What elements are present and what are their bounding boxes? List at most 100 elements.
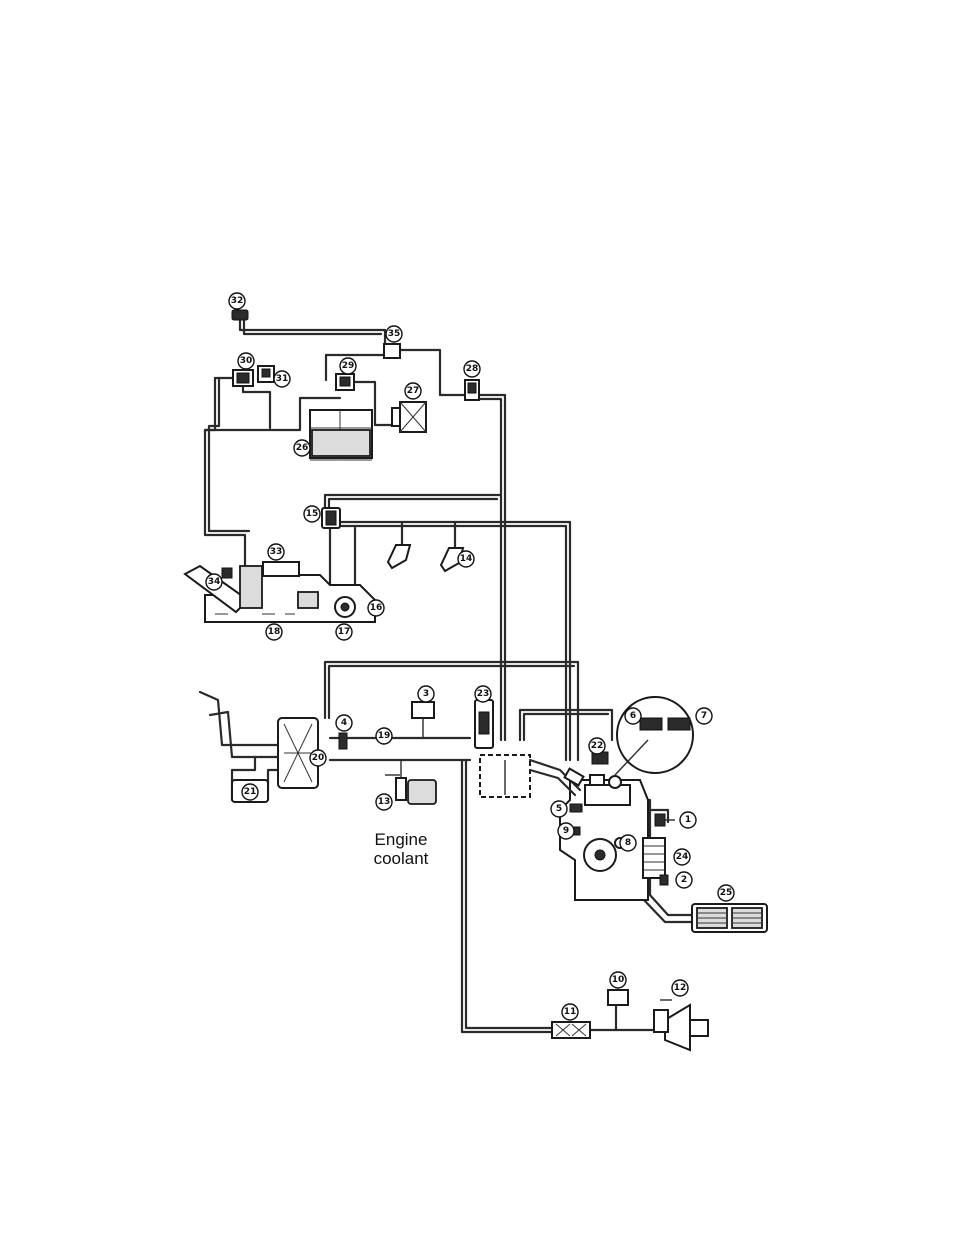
fuel-tank-18 [185,562,375,622]
svg-text:25: 25 [720,888,733,898]
callout-30: 30 [238,353,254,369]
throttle-23 [475,700,493,748]
callout-15: 15 [304,506,320,522]
callout-25: 25 [718,885,734,901]
svg-text:13: 13 [378,797,391,807]
svg-text:20: 20 [312,753,325,763]
svg-text:3: 3 [423,689,429,699]
svg-text:30: 30 [240,356,253,366]
callout-20: 20 [310,750,326,766]
callout-7: 7 [696,708,712,724]
svg-text:22: 22 [591,741,604,751]
solenoid-30 [233,370,253,386]
callout-14: 14 [458,551,474,567]
callout-35: 35 [386,326,402,342]
injectors-14 [388,545,463,571]
callout-31: 31 [274,371,290,387]
svg-text:5: 5 [556,804,562,814]
callout-1: 1 [680,812,696,828]
svg-text:6: 6 [630,711,636,721]
svg-text:14: 14 [460,554,473,564]
valve-15 [322,508,340,528]
engine-coolant-label-line1: Engine [375,830,428,849]
svg-text:31: 31 [276,374,289,384]
callout-10: 10 [610,972,626,988]
component-32 [232,310,248,320]
sensor-10 [608,990,628,1005]
sensor-5 [570,804,582,812]
canister-26 [310,410,372,460]
intake-plenum [480,755,530,797]
valve-29 [336,374,354,390]
distributor-6-7 [615,697,693,775]
svg-text:26: 26 [296,443,309,453]
svg-text:9: 9 [563,826,569,836]
svg-text:34: 34 [208,577,221,587]
sensor-4 [339,733,347,749]
callout-5: 5 [551,801,567,817]
engine-coolant-label: Engine coolant [374,830,429,868]
oxygen-sensor-1 [655,814,675,826]
callout-21: 21 [242,784,258,800]
svg-text:35: 35 [388,329,401,339]
callout-13: 13 [376,794,392,810]
callout-18: 18 [266,624,282,640]
svg-text:17: 17 [338,627,351,637]
svg-text:8: 8 [625,838,631,848]
muffler-25 [692,904,767,932]
svg-text:1: 1 [685,815,691,825]
brake-booster-12 [654,1000,708,1050]
engine-coolant-label-line2: coolant [374,849,429,868]
callout-3: 3 [418,686,434,702]
svg-text:2: 2 [681,875,687,885]
svg-text:7: 7 [701,711,707,721]
svg-text:28: 28 [466,364,479,374]
svg-text:4: 4 [341,718,347,728]
svg-text:24: 24 [676,852,689,862]
valve-3 [412,702,434,738]
callout-11: 11 [562,1004,578,1020]
svg-text:23: 23 [477,689,490,699]
catalyst-24 [643,838,665,878]
check-valve-11 [552,1022,590,1038]
svg-text:21: 21 [244,787,257,797]
callout-16: 16 [368,600,384,616]
callout-4: 4 [336,715,352,731]
svg-text:33: 33 [270,547,283,557]
callout-33: 33 [268,544,284,560]
svg-text:15: 15 [306,509,319,519]
valve-35 [384,344,400,358]
svg-text:19: 19 [378,731,391,741]
callout-9: 9 [558,823,574,839]
oxygen-sensor-2 [660,875,668,885]
callout-12: 12 [672,980,688,996]
svg-text:10: 10 [612,975,625,985]
callout-24: 24 [674,849,690,865]
callout-22: 22 [589,738,605,754]
valve-28 [465,380,479,400]
svg-text:32: 32 [231,296,244,306]
callout-34: 34 [206,574,222,590]
svg-text:12: 12 [674,983,687,993]
svg-text:16: 16 [370,603,383,613]
callout-29: 29 [340,358,356,374]
callout-6: 6 [625,708,641,724]
callout-8: 8 [620,835,636,851]
callout-17: 17 [336,624,352,640]
hose-lines [200,318,695,1032]
callout-2: 2 [676,872,692,888]
callout-32: 32 [229,293,245,309]
callout-28: 28 [464,361,480,377]
svg-text:18: 18 [268,627,281,637]
coolant-valve-13 [385,760,436,804]
callout-19: 19 [376,728,392,744]
filter-27 [392,402,426,432]
callout-23: 23 [475,686,491,702]
solenoid-31 [258,366,274,382]
svg-text:11: 11 [564,1007,577,1017]
callout-27: 27 [405,383,421,399]
callout-26: 26 [294,440,310,456]
svg-text:29: 29 [342,361,355,371]
svg-text:27: 27 [407,386,420,396]
